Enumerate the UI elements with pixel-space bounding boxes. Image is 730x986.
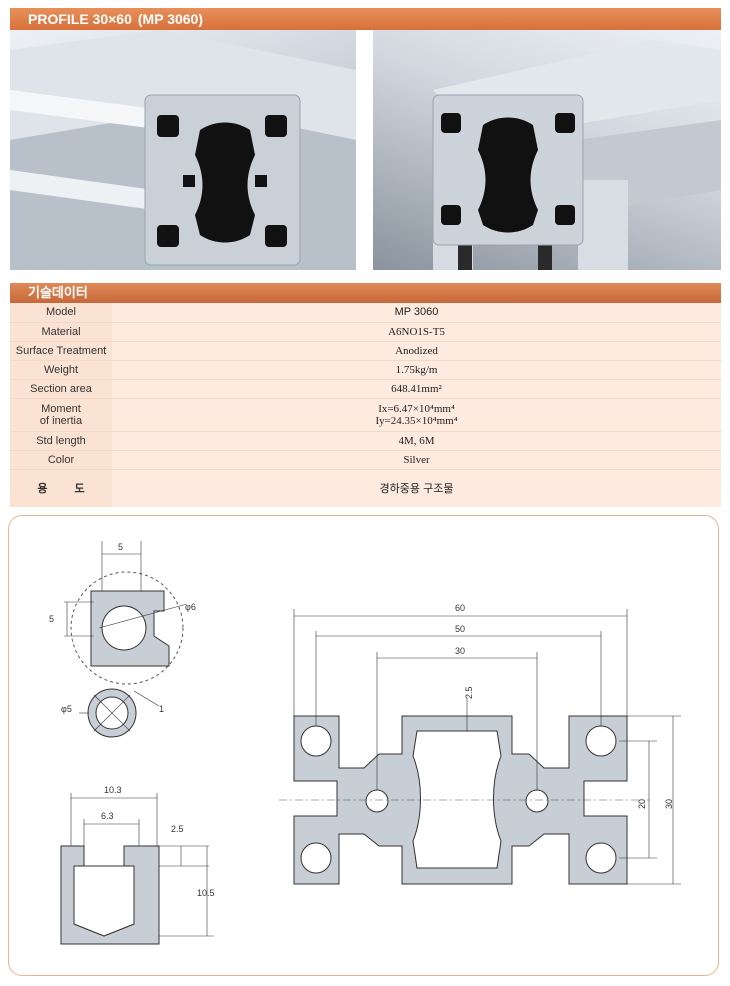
dim-core-hole: φ5 [61,704,72,714]
profile-photo-illustration [10,30,356,270]
spec-row-weight: Weight 1.75kg/m [10,360,721,380]
dim-slot-height: 5 [49,614,54,624]
profile-assembly-illustration [432,40,721,270]
dim-width-50: 50 [455,624,465,634]
spec-label: Moment of inertia [10,398,112,432]
spec-row-material: Material A6NO1S-T5 [10,322,721,342]
spec-row-section-area: Section area 648.41mm² [10,379,721,399]
spec-row-model: Model MP 3060 [10,303,721,323]
spec-value: A6NO1S-T5 [112,322,721,342]
dim-width-30: 30 [455,646,465,656]
spec-table: Model MP 3060 Material A6NO1S-T5 Surface… [10,303,721,507]
spec-label: Weight [10,360,112,380]
slot-detail-drawing: 5 5 φ6 [49,541,196,685]
spec-row-moment: Moment of inertia Ix=6.47×10⁴mm⁴ Iy=24.3… [10,398,721,432]
dim-groove-depth: 10.5 [197,888,215,898]
spec-value-iy: Iy=24.35×10⁴mm⁴ [375,414,458,427]
dim-slot-hole: φ6 [185,602,196,612]
profile-title: PROFILE 30×60 [28,11,132,27]
spec-value: MP 3060 [112,303,721,323]
spec-value: 1.75kg/m [112,360,721,380]
dim-core-thk: 1 [159,704,164,714]
dim-height-30: 30 [664,799,674,809]
spec-value: 4M, 6M [112,431,721,451]
spec-value-ix: Ix=6.47×10⁴mm⁴ [378,402,455,415]
spec-row-use: 용 도 경하중용 구조물 [10,469,721,507]
dim-height-20: 20 [637,799,647,809]
spec-value: 648.41mm² [112,379,721,399]
spec-label-line: Moment [41,402,81,415]
page-header: PROFILE 30×60 (MP 3060) [10,8,721,30]
dim-thickness-2-5: 2.5 [464,686,474,699]
technical-drawing: 5 5 φ6 φ5 1 [49,541,681,945]
spec-row-surface: Surface Treatment Anodized [10,341,721,361]
section-title: 기술데이터 [10,283,721,303]
spec-row-std-length: Std length 4M, 6M [10,431,721,451]
dim-width-60: 60 [455,603,465,613]
profile-code: (MP 3060) [137,11,203,27]
groove-detail-drawing: 10.3 6.3 2.5 10.5 [60,785,215,945]
dim-groove-inner: 6.3 [101,811,114,821]
spec-label: Surface Treatment [10,341,112,361]
main-section-drawing: 60 50 30 2.5 20 30 [279,603,681,885]
spec-value: Ix=6.47×10⁴mm⁴ Iy=24.35×10⁴mm⁴ [112,398,721,432]
product-photo-right [373,30,721,270]
spec-value: Silver [112,450,721,470]
spec-label: Material [10,322,112,342]
product-photo-left [10,30,356,270]
spec-label-line: of inertia [39,414,83,427]
technical-drawing-panel: 5 5 φ6 φ5 1 [8,515,719,976]
spec-value: Anodized [112,341,721,361]
spec-row-color: Color Silver [10,450,721,470]
dim-groove-outer: 10.3 [104,785,122,795]
spec-label: Color [10,450,112,470]
dim-groove-lip: 2.5 [171,824,184,834]
core-detail-drawing: φ5 1 [61,688,164,738]
spec-value: 경하중용 구조물 [112,469,721,507]
spec-label: Std length [10,431,112,451]
spec-label: 용 도 [10,469,112,507]
spec-label: Section area [10,379,112,399]
dim-slot-width: 5 [118,542,123,552]
spec-label: Model [10,303,112,323]
